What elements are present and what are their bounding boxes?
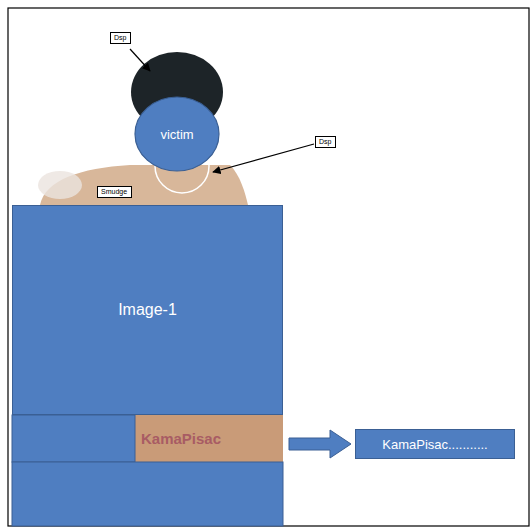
label-box: KamaPisac...........	[355, 429, 515, 459]
node-text: Smudge	[101, 188, 127, 195]
node-text: Dsp	[114, 34, 126, 41]
callout-box: Dsp	[315, 136, 336, 148]
callout-box: Smudge	[97, 186, 132, 198]
leader-arrow	[213, 144, 314, 172]
node-text: Image-1	[118, 301, 177, 319]
watermark: KamaPisac	[141, 430, 221, 447]
cover-box	[12, 415, 135, 462]
leader-arrow	[130, 49, 150, 71]
node-text: victim	[160, 127, 193, 142]
callout-box: Dsp	[110, 32, 131, 44]
node-text: Dsp	[319, 138, 331, 145]
smudge-mark	[38, 171, 82, 199]
image-strip	[135, 415, 283, 462]
cover-box: Image-1	[12, 205, 283, 415]
block-arrow	[289, 430, 351, 458]
ellipse-shape	[135, 97, 219, 171]
node-text: KamaPisac...........	[382, 437, 487, 452]
cover-box	[12, 462, 283, 526]
label-ellipse: victim	[134, 96, 220, 172]
frame	[8, 8, 529, 526]
